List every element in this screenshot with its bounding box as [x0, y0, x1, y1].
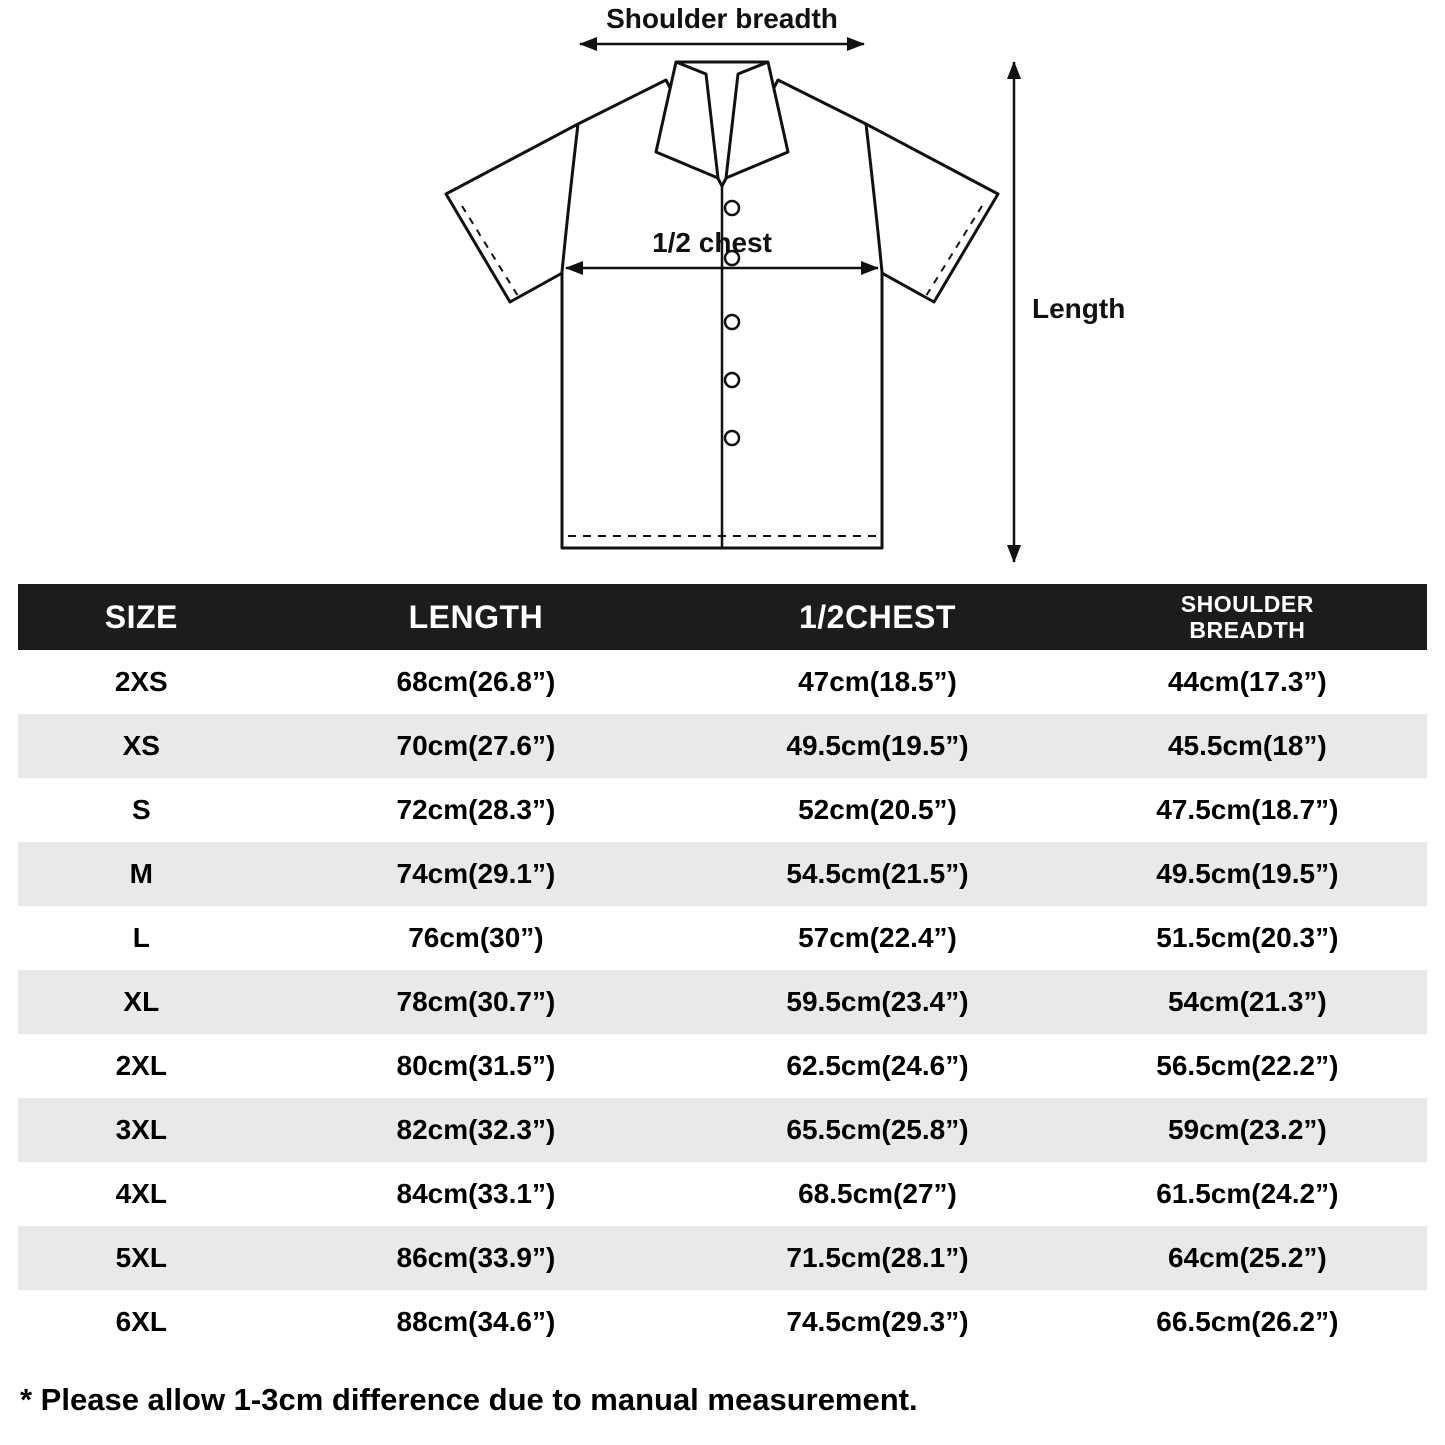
cell-length: 72cm(28.3”) — [396, 794, 556, 825]
cell-size: 2XL — [115, 1050, 167, 1081]
length-label: Length — [1032, 293, 1125, 324]
cell-shoulder-breadth: 49.5cm(19.5”) — [1156, 858, 1339, 889]
col-size: SIZE — [18, 584, 265, 650]
cell-half-chest: 71.5cm(28.1”) — [786, 1242, 969, 1273]
cell-size: 6XL — [115, 1306, 167, 1337]
cell-shoulder-breadth: 59cm(23.2”) — [1167, 1114, 1327, 1145]
cell-half-chest: 59.5cm(23.4”) — [786, 986, 969, 1017]
cell-half-chest: 57cm(22.4”) — [798, 922, 957, 953]
table-row: M 74cm(29.1”) 54.5cm(21.5”) 49.5cm(19.5”… — [18, 842, 1427, 906]
cell-half-chest: 68.5cm(27”) — [798, 1178, 957, 1209]
cell-half-chest: 65.5cm(25.8”) — [786, 1114, 969, 1145]
table-row: XS 70cm(27.6”) 49.5cm(19.5”) 45.5cm(18”) — [18, 714, 1427, 778]
shoulder-breadth-label: Shoulder breadth — [606, 3, 838, 34]
cell-half-chest: 62.5cm(24.6”) — [786, 1050, 969, 1081]
col-shoulder-breadth-line2: BREADTH — [1189, 617, 1306, 643]
cell-length: 84cm(33.1”) — [396, 1178, 556, 1209]
table-row: 4XL 84cm(33.1”) 68.5cm(27”) 61.5cm(24.2”… — [18, 1162, 1427, 1226]
cell-size: 2XS — [114, 666, 168, 697]
col-shoulder-breadth-line1: SHOULDER — [1180, 591, 1314, 617]
col-length: LENGTH — [264, 584, 688, 650]
header-row: SIZE LENGTH 1/2CHEST SHOULDER BREADTH — [18, 584, 1427, 650]
table-row: 6XL 88cm(34.6”) 74.5cm(29.3”) 66.5cm(26.… — [18, 1290, 1427, 1354]
table-row: XL 78cm(30.7”) 59.5cm(23.4”) 54cm(21.3”) — [18, 970, 1427, 1034]
col-shoulder-breadth: SHOULDER BREADTH — [1067, 584, 1427, 650]
cell-size: XL — [123, 986, 160, 1017]
cell-shoulder-breadth: 64cm(25.2”) — [1167, 1242, 1327, 1273]
cell-length: 86cm(33.9”) — [396, 1242, 556, 1273]
cell-shoulder-breadth: 56.5cm(22.2”) — [1156, 1050, 1339, 1081]
right-sleeve — [864, 122, 1000, 304]
shirt-outline — [444, 60, 1000, 550]
cell-shoulder-breadth: 54cm(21.3”) — [1167, 986, 1327, 1017]
button-icon — [723, 313, 741, 331]
col-half-chest: 1/2CHEST — [687, 584, 1068, 650]
size-table: SIZE LENGTH 1/2CHEST SHOULDER BREADTH 2X… — [18, 584, 1427, 1354]
left-sleeve — [444, 122, 580, 304]
table-row: L 76cm(30”) 57cm(22.4”) 51.5cm(20.3”) — [18, 906, 1427, 970]
cell-shoulder-breadth: 61.5cm(24.2”) — [1156, 1178, 1339, 1209]
cell-size: 5XL — [115, 1242, 167, 1273]
cell-half-chest: 47cm(18.5”) — [798, 666, 957, 697]
cell-size: 3XL — [115, 1114, 167, 1145]
cell-length: 88cm(34.6”) — [396, 1306, 556, 1337]
half-chest-label: 1/2 chest — [652, 227, 772, 258]
cell-length: 70cm(27.6”) — [396, 730, 556, 761]
cell-length: 78cm(30.7”) — [396, 986, 556, 1017]
button-icon — [723, 371, 741, 389]
cell-half-chest: 49.5cm(19.5”) — [786, 730, 969, 761]
table-row: 3XL 82cm(32.3”) 65.5cm(25.8”) 59cm(23.2”… — [18, 1098, 1427, 1162]
table-row: 2XS 68cm(26.8”) 47cm(18.5”) 44cm(17.3”) — [18, 650, 1427, 714]
left-lapel — [654, 60, 720, 180]
cell-shoulder-breadth: 66.5cm(26.2”) — [1156, 1306, 1339, 1337]
cell-length: 68cm(26.8”) — [396, 666, 556, 697]
shirt-diagram-svg: Shoulder breadth 1/2 chest Length — [444, 3, 1125, 563]
cell-length: 74cm(29.1”) — [396, 858, 556, 889]
cell-length: 76cm(30”) — [408, 922, 544, 953]
cell-size: XS — [122, 730, 160, 761]
table-row: 2XL 80cm(31.5”) 62.5cm(24.6”) 56.5cm(22.… — [18, 1034, 1427, 1098]
left-sleeve-stitch — [461, 205, 519, 297]
cell-shoulder-breadth: 45.5cm(18”) — [1167, 730, 1327, 761]
button-icon — [723, 199, 741, 217]
button-icon — [723, 429, 741, 447]
right-sleeve-stitch — [925, 205, 983, 297]
right-lapel — [724, 60, 790, 180]
cell-size: M — [129, 858, 153, 889]
measure-arrows — [565, 37, 1021, 563]
cell-half-chest: 54.5cm(21.5”) — [786, 858, 969, 889]
cell-size: L — [132, 922, 150, 953]
shirt-measurement-diagram: Shoulder breadth 1/2 chest Length — [0, 0, 1445, 582]
cell-length: 82cm(32.3”) — [396, 1114, 556, 1145]
size-table-header: SIZE LENGTH 1/2CHEST SHOULDER BREADTH — [18, 584, 1427, 650]
table-row: S 72cm(28.3”) 52cm(20.5”) 47.5cm(18.7”) — [18, 778, 1427, 842]
size-table-body: 2XS 68cm(26.8”) 47cm(18.5”) 44cm(17.3”) … — [18, 650, 1427, 1354]
cell-half-chest: 74.5cm(29.3”) — [786, 1306, 969, 1337]
table-row: 5XL 86cm(33.9”) 71.5cm(28.1”) 64cm(25.2”… — [18, 1226, 1427, 1290]
measurement-disclaimer: * Please allow 1-3cm difference due to m… — [20, 1382, 918, 1417]
cell-size: S — [131, 794, 151, 825]
cell-shoulder-breadth: 44cm(17.3”) — [1167, 666, 1327, 697]
cell-size: 4XL — [115, 1178, 167, 1209]
cell-half-chest: 52cm(20.5”) — [798, 794, 957, 825]
cell-shoulder-breadth: 47.5cm(18.7”) — [1156, 794, 1339, 825]
cell-shoulder-breadth: 51.5cm(20.3”) — [1156, 922, 1339, 953]
cell-length: 80cm(31.5”) — [396, 1050, 556, 1081]
